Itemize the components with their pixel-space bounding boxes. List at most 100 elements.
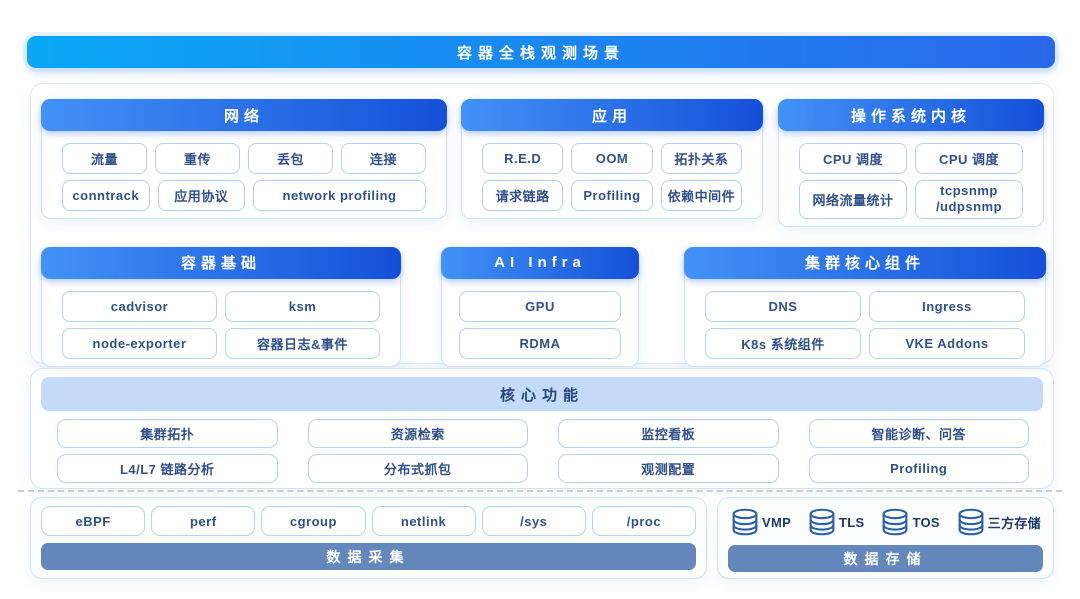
data-collection-section: eBPF perf cgroup netlink /sys /proc 数据采集 [30,497,707,579]
panel-ai-infra: AI Infra GPU RDMA [441,246,639,367]
chip-row: CPU 调度 CPU 调度 [799,143,1023,174]
database-icon [809,508,835,536]
database-icon [732,508,758,536]
panel-application: 应用 R.E.D OOM 拓扑关系 请求链路 Profiling 依赖中间件 [461,99,763,219]
data-collection-chips: eBPF perf cgroup netlink /sys /proc [41,506,697,536]
database-icon [883,508,908,536]
panel-network-chips: 流量 重传 丢包 连接 conntrack 应用协议 network profi… [42,131,446,218]
storage-label: TLS [839,514,865,530]
core-functions-header: 核心功能 [41,377,1043,411]
chip-row: 请求链路 Profiling 依赖中间件 [482,180,742,211]
chip: VKE Addons [869,327,1025,359]
chip: 拓扑关系 [660,143,742,174]
chip: /sys [481,506,586,536]
chip: 资源检索 [307,419,528,448]
chip: R.E.D [482,143,564,174]
chip: L4/L7 链路分析 [57,454,278,483]
chip: ksm [225,290,380,322]
section-title: 核心功能 [499,386,584,404]
panel-container-base-header: 容器基础 [41,246,401,279]
panel-os-kernel-header: 操作系统内核 [778,99,1044,131]
panel-container-base-chips: cadvisor ksm node-exporter 容器日志&事件 [42,279,400,366]
section-title: 数据采集 [326,548,411,565]
storage-label: TOS [912,514,940,530]
storage-label: VMP [762,514,792,530]
chip: 容器日志&事件 [225,327,380,359]
panel-application-chips: R.E.D OOM 拓扑关系 请求链路 Profiling 依赖中间件 [462,131,762,218]
panel-title: 容器基础 [180,255,261,272]
chip: Profiling [571,180,653,211]
chip: 重传 [155,143,240,174]
storage-item: TLS [807,508,864,536]
banner-title: 容器全栈观测场景 [456,44,625,62]
panel-network-header: 网络 [41,99,447,131]
storage-label: 三方存储 [987,515,1041,531]
chip: node-exporter [62,327,217,359]
chip: cgroup [261,506,366,536]
panel-title: 集群核心组件 [804,255,925,272]
chip: RDMA [459,327,621,359]
top-banner: 容器全栈观测场景 [27,36,1055,68]
scenario-panels-container: 网络 流量 重传 丢包 连接 conntrack 应用协议 network pr… [30,83,1054,367]
chip-row: GPU [459,290,621,322]
panel-ai-infra-chips: GPU RDMA [442,279,638,366]
panel-title: 网络 [223,107,264,125]
chip: 应用协议 [157,180,245,211]
panel-ai-infra-header: AI Infra [441,246,639,279]
data-storage-bar: 数据存储 [728,545,1043,572]
storage-item: TOS [880,508,940,536]
chip: perf [151,506,256,536]
panel-title: 操作系统内核 [850,107,971,125]
panels-row-2: 容器基础 cadvisor ksm node-exporter 容器日志&事件 … [41,246,1053,367]
chip: tcpsnmp /udpsnmp [915,180,1023,219]
chip: OOM [571,143,653,174]
chip-row: R.E.D OOM 拓扑关系 [482,143,742,174]
panel-os-kernel-chips: CPU 调度 CPU 调度 网络流量统计 tcpsnmp /udpsnmp [779,131,1043,226]
panel-network: 网络 流量 重传 丢包 连接 conntrack 应用协议 network pr… [41,99,447,219]
panel-os-kernel: 操作系统内核 CPU 调度 CPU 调度 网络流量统计 tcpsnmp /udp… [778,99,1044,227]
chip-row: 流量 重传 丢包 连接 [62,143,426,174]
chip: /proc [591,506,697,536]
chip: 依赖中间件 [660,180,742,211]
chip: 监控看板 [558,419,779,448]
chip-row: DNS Ingress [705,290,1025,322]
core-functions-grid: 集群拓扑 资源检索 监控看板 智能诊断、问答 L4/L7 链路分析 分布式抓包 … [57,419,1029,483]
panel-cluster-core: 集群核心组件 DNS Ingress K8s 系统组件 VKE Addons [684,246,1046,367]
chip-row: 网络流量统计 tcpsnmp /udpsnmp [799,180,1023,219]
chip-row: K8s 系统组件 VKE Addons [705,327,1025,359]
panel-cluster-core-chips: DNS Ingress K8s 系统组件 VKE Addons [685,279,1045,366]
chip: 请求链路 [482,180,564,211]
chip: 网络流量统计 [799,180,907,219]
dashed-divider [18,490,1062,492]
panel-container-base: 容器基础 cadvisor ksm node-exporter 容器日志&事件 [41,246,401,367]
chip: CPU 调度 [799,143,907,174]
chip: 丢包 [248,143,333,174]
storage-item: VMP [730,508,791,536]
chip: 集群拓扑 [57,419,278,448]
chip: CPU 调度 [915,143,1023,174]
chip-row: cadvisor ksm [62,290,380,322]
chip: GPU [459,290,621,322]
panel-cluster-core-header: 集群核心组件 [684,246,1046,279]
database-icon [958,508,984,536]
chip: Ingress [869,290,1025,322]
chip: 连接 [341,143,426,174]
chip-row: RDMA [459,327,621,359]
chip: conntrack [62,180,150,211]
data-storage-section: VMP TLS [717,497,1054,579]
chip: 分布式抓包 [307,454,528,483]
chip: K8s 系统组件 [705,327,861,359]
chip: 流量 [62,143,147,174]
chip: network profiling [253,180,426,211]
chip: 观测配置 [558,454,779,483]
chip: Profiling [808,454,1029,483]
core-functions-section: 核心功能 集群拓扑 资源检索 监控看板 智能诊断、问答 L4/L7 链路分析 分… [30,368,1054,489]
panel-application-header: 应用 [461,99,763,131]
data-collection-bar: 数据采集 [41,543,696,570]
section-title: 数据存储 [843,550,928,567]
chip: DNS [705,290,861,322]
chip: 智能诊断、问答 [808,419,1029,448]
chip: eBPF [41,506,146,536]
chip: netlink [371,506,476,536]
